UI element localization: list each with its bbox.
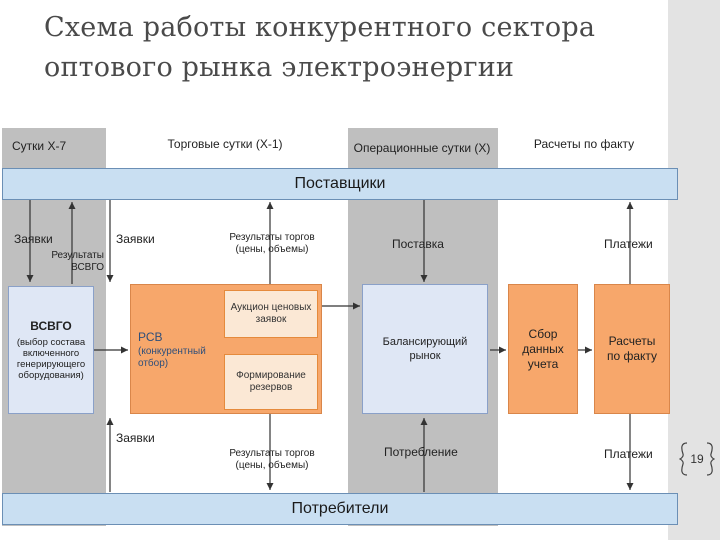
reserves-box: Формирование резервов [224,354,318,410]
page-number-bracket [679,442,715,476]
suppliers-band: Поставщики [2,168,678,200]
vsvgo-box: ВСВГО (выбор состава включенного генерир… [8,286,94,414]
page-title: Схема работы конкурентного сектора оптов… [44,12,596,83]
metering-box: Сбор данных учета [508,284,578,414]
column-header-trading: Торговые сутки (Х-1) [167,136,283,151]
page-number-text: 19 [690,452,704,466]
label-payments-bottom: Платежи [604,447,653,461]
consumers-band: Потребители [2,493,678,525]
column-header-fact: Расчеты по факту [533,136,635,151]
vsvgo-title: ВСВГО [30,319,72,333]
vsvgo-note: (выбор состава включенного генерирующего… [16,337,86,381]
column-header-x7: Сутки Х-7 [12,138,67,153]
rsv-note: (конкурентный отбор) [138,346,206,369]
auction-box: Аукцион ценовых заявок [224,290,318,338]
side-strip [668,0,720,540]
page-number: 19 [679,440,715,478]
label-bids-rsv-top: Заявки [116,232,155,246]
column-header-operational: Операционные сутки (Х) [353,140,491,155]
label-bids-bottom: Заявки [116,431,155,445]
settlements-box: Расчеты по факту [594,284,670,414]
rsv-title: РСВ [138,330,163,344]
label-results-top: Результаты торгов (цены, объемы) [229,232,315,255]
label-supply: Поставка [392,237,444,251]
label-consumption: Потребление [384,445,458,459]
balancing-market-box: Балансирующий рынок [362,284,488,414]
label-payments-top: Платежи [604,237,653,251]
label-results-bottom: Результаты торгов (цены, объемы) [229,448,315,471]
label-bids-vsvgo: Заявки [14,232,53,246]
label-results-vsvgo: Результаты ВСВГО [51,250,104,273]
